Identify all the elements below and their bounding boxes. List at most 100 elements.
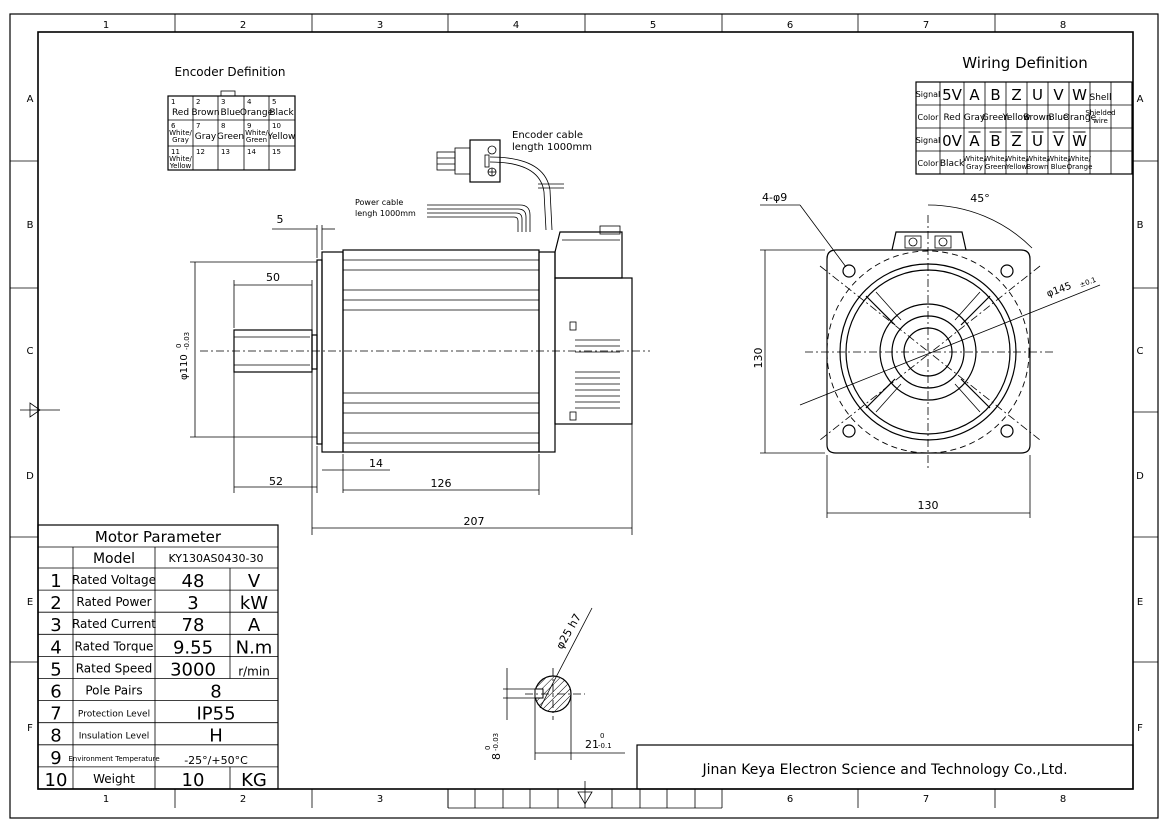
motor-front-view <box>805 215 1055 470</box>
row-label: B <box>27 220 34 231</box>
wiring-cell: wire <box>1093 117 1108 125</box>
encoder-pin-number: 6 <box>171 122 176 130</box>
encoder-pin-number: 15 <box>272 148 281 156</box>
param-number: 6 <box>50 682 61 703</box>
wiring-cell: U <box>1032 86 1043 104</box>
param-label: Rated Current <box>72 617 156 631</box>
param-number: 3 <box>50 615 61 636</box>
row-label: B <box>1137 220 1144 231</box>
wiring-cell: Shell <box>1090 93 1112 103</box>
wiring-cell: W <box>1072 132 1087 150</box>
encoder-pin-color: Gray <box>172 136 189 144</box>
dim-4-phi9: 4-φ9 <box>762 191 787 204</box>
motor-parameter-title: Motor Parameter <box>95 528 222 546</box>
param-unit: KG <box>241 770 267 791</box>
wiring-cell: Z <box>1011 86 1021 104</box>
param-value: 3 <box>187 593 198 614</box>
param-number: 5 <box>50 659 61 680</box>
wiring-cell: A <box>969 86 980 104</box>
col-label: 2 <box>240 20 246 31</box>
col-label: 6 <box>787 20 793 31</box>
row-label: A <box>1137 94 1144 105</box>
col-label: 7 <box>923 20 929 31</box>
encoder-pin-color: Brown <box>191 108 219 118</box>
row-label: F <box>1137 723 1143 734</box>
encoder-pin-color: Black <box>269 108 294 118</box>
power-cable-label: Power cable <box>355 198 403 207</box>
param-value: 48 <box>182 571 205 592</box>
encoder-pin-number: 3 <box>221 98 225 106</box>
param-value: 78 <box>182 615 205 636</box>
param-value: 3000 <box>170 659 216 680</box>
param-number: 2 <box>50 593 61 614</box>
col-label: 7 <box>923 794 929 805</box>
col-label: 3 <box>377 794 383 805</box>
shaft-section-view: φ25 h7 8 0 -0.03 21 0 -0.1 <box>484 607 625 760</box>
wiring-cell: Orange <box>1067 163 1093 171</box>
param-label: Protection Level <box>78 710 150 720</box>
col-label: 8 <box>1060 794 1066 805</box>
wiring-cell: White/ <box>963 155 986 163</box>
wiring-cell: U <box>1032 132 1043 150</box>
row-label: E <box>1137 597 1143 608</box>
dim-50: 50 <box>266 271 280 284</box>
dim-5: 5 <box>277 213 284 226</box>
dim-207: 207 <box>464 515 485 528</box>
param-number: 1 <box>50 571 61 592</box>
drawing-frame <box>9 13 1159 819</box>
col-label: 4 <box>513 20 519 31</box>
encoder-pin-number: 10 <box>272 122 281 130</box>
dim-8-tol-dn: -0.03 <box>492 733 500 751</box>
wiring-title: Wiring Definition <box>962 54 1087 72</box>
wiring-cell: Yellow <box>1002 113 1031 123</box>
encoder-pin-number: 11 <box>171 148 180 156</box>
encoder-pin-color: White/ <box>245 129 268 137</box>
wiring-cell: Gray <box>966 163 983 171</box>
encoder-pin-color: Yellow <box>267 132 296 142</box>
company-name: Jinan Keya Electron Science and Technolo… <box>701 762 1067 778</box>
encoder-pin-number: 14 <box>247 148 256 156</box>
dim-8: 8 <box>490 753 503 760</box>
wiring-cell: Yellow <box>1005 163 1028 171</box>
wiring-cell: Blue <box>1051 163 1067 171</box>
wiring-cell: Gray <box>964 113 986 123</box>
wiring-cell: White/ <box>1005 155 1028 163</box>
param-number: 7 <box>50 704 61 725</box>
param-value: 8 <box>210 682 221 703</box>
param-label: Environment Temperature <box>68 755 159 763</box>
encoder-title: Encoder Definition <box>175 65 286 79</box>
param-label: Rated Voltage <box>72 573 156 587</box>
param-value: IP55 <box>196 704 235 725</box>
dim-21: 21 <box>585 738 599 751</box>
dim-52: 52 <box>269 475 283 488</box>
wiring-row-label: Color <box>918 159 940 168</box>
col-label: 6 <box>787 794 793 805</box>
wiring-cell: W <box>1072 86 1087 104</box>
front-view-dimensions: 4-φ9 45° φ145 ±0.1 130 130 <box>752 191 1101 518</box>
encoder-cable-label: Encoder cable <box>512 130 583 141</box>
wiring-cell: B <box>990 132 1000 150</box>
wiring-row-label: Signal <box>916 90 941 99</box>
dim-126: 126 <box>431 477 452 490</box>
wiring-cell: 0V <box>942 132 963 150</box>
dim-phi145: φ145 <box>1045 281 1073 300</box>
side-view-dimensions: 5 50 φ110 0 -0.03 52 14 126 207 <box>175 213 633 535</box>
param-unit: kW <box>240 593 268 614</box>
wiring-cell: Blue <box>1049 113 1069 123</box>
row-label: D <box>1136 471 1144 482</box>
model-value: KY130AS0430-30 <box>168 552 263 565</box>
wiring-cell: 5V <box>942 86 963 104</box>
wiring-cell: White/ <box>1068 155 1091 163</box>
param-label: Weight <box>93 772 135 786</box>
title-block: Jinan Keya Electron Science and Technolo… <box>636 744 1134 790</box>
wiring-cell: Green <box>982 113 1009 123</box>
encoder-pin-color: Orange <box>240 108 274 118</box>
param-label: Rated Speed <box>76 661 153 675</box>
param-value: H <box>209 726 223 747</box>
wiring-cell: Red <box>943 113 960 123</box>
param-label: Pole Pairs <box>85 684 142 698</box>
